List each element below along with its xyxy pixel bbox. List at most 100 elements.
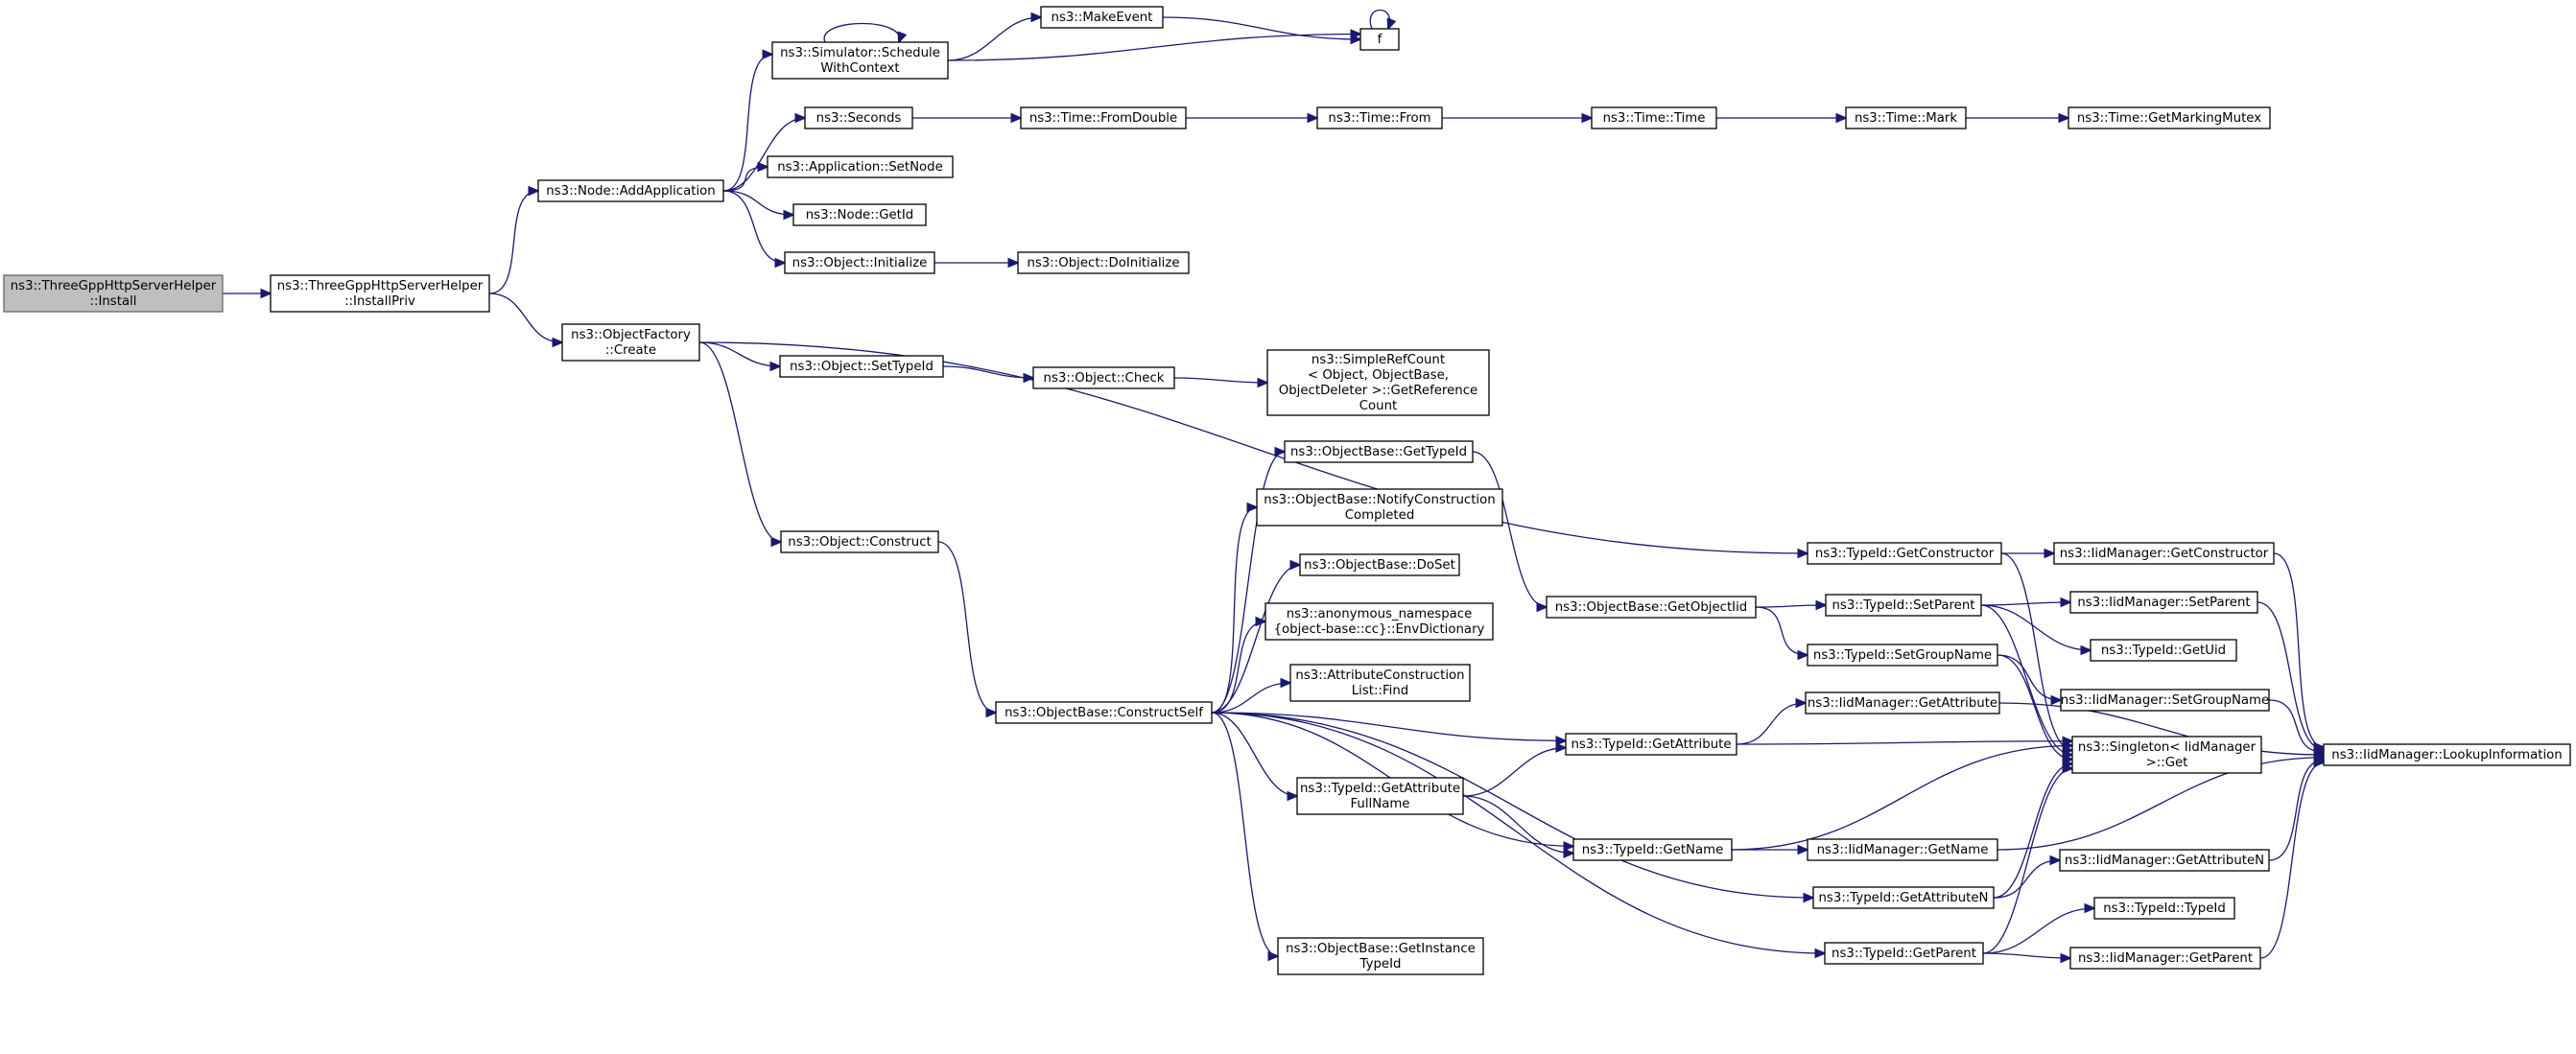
node-doinit[interactable]: ns3::Object::DoInitialize — [1017, 251, 1190, 274]
node-box — [2060, 689, 2270, 712]
edge-tidgetname-to-singleton — [1731, 746, 2072, 851]
node-tidsetparent[interactable]: ns3::TypeId::SetParent — [1825, 594, 1982, 617]
edge-installpriv-to-objfactory — [488, 293, 562, 342]
node-tidgetattrn[interactable]: ns3::TypeId::GetAttributeN — [1812, 886, 1995, 909]
node-objcheck[interactable]: ns3::Object::Check — [1032, 366, 1175, 389]
node-makeevent[interactable]: ns3::MakeEvent — [1040, 6, 1164, 29]
node-label: ns3::Node::AddApplication — [546, 184, 715, 199]
edge-tidgetattrn-to-singleton — [1993, 764, 2072, 899]
edge-makeevent-to-f — [1162, 16, 1360, 39]
node-doset[interactable]: ns3::ObjectBase::DoSet — [1299, 553, 1460, 576]
node-objinit[interactable]: ns3::Object::Initialize — [784, 251, 935, 274]
node-label: {object-base::cc}::EnvDictionary — [1274, 622, 1485, 637]
node-label: ns3::Time::Time — [1603, 111, 1706, 126]
node-label: ObjectDeleter >::GetReference — [1279, 384, 1477, 398]
node-singleton[interactable]: ns3::Singleton< IidManager >::Get — [2071, 736, 2262, 774]
node-addapp[interactable]: ns3::Node::AddApplication — [537, 179, 724, 202]
edge-line — [1997, 758, 2324, 851]
node-label: ns3::Object::Initialize — [792, 256, 928, 270]
node-label: ns3::Seconds — [816, 111, 902, 126]
node-tidsetgroup[interactable]: ns3::TypeId::SetGroupName — [1807, 644, 1998, 667]
node-objfactory[interactable]: ns3::ObjectFactory::Create — [561, 323, 700, 362]
node-label: ns3::MakeEvent — [1052, 11, 1153, 25]
node-label: ns3::TypeId::GetUid — [2101, 644, 2226, 658]
edge-line — [1173, 377, 1267, 383]
edge-getobjtid-to-tidsetgroup — [1755, 606, 1808, 655]
node-iidmgetname[interactable]: ns3::IidManager::GetName — [1807, 838, 1998, 861]
edge-line — [1731, 746, 2072, 851]
edge-schedule-to-f — [947, 35, 1360, 61]
node-fromdouble[interactable]: ns3::Time::FromDouble — [1020, 106, 1187, 129]
node-tidgetparent[interactable]: ns3::TypeId::GetParent — [1824, 942, 1984, 965]
node-iidmsetgroup[interactable]: ns3::IidManager::SetGroupName — [2060, 689, 2270, 712]
node-tidgetuid[interactable]: ns3::TypeId::GetUid — [2090, 639, 2237, 662]
edge-line — [1162, 16, 1360, 39]
node-label: ns3::ObjectFactory — [571, 328, 691, 342]
edge-line — [698, 341, 1808, 553]
node-refcount[interactable]: ns3::SimpleRefCount< Object, ObjectBase,… — [1266, 349, 1490, 416]
edge-tidgetattr-to-singleton — [1736, 741, 2072, 744]
node-label: f — [1378, 33, 1383, 47]
node-box — [1807, 542, 2002, 565]
node-nodegetid[interactable]: ns3::Node::GetId — [792, 203, 927, 226]
node-markmutex[interactable]: ns3::Time::GetMarkingMutex — [2068, 106, 2271, 129]
node-label: ns3::anonymous_namespace — [1287, 607, 1473, 621]
node-seconds[interactable]: ns3::Seconds — [804, 106, 913, 129]
node-box — [1316, 106, 1443, 129]
node-label: ns3::TypeId::GetAttribute — [1571, 738, 1731, 752]
node-box — [767, 155, 954, 178]
edge-line — [722, 167, 768, 192]
node-label: ns3::AttributeConstruction — [1295, 668, 1464, 683]
edge-line — [1982, 908, 2094, 954]
edge-line — [1993, 764, 2072, 899]
node-tidgetname[interactable]: ns3::TypeId::GetName — [1572, 838, 1733, 861]
edge-line — [1736, 741, 2072, 744]
node-iidmgetattr[interactable]: ns3::IidManager::GetAttribute — [1805, 691, 2000, 714]
node-box — [1824, 942, 1984, 965]
edge-line — [942, 365, 1033, 378]
edge-line — [1211, 712, 1278, 956]
edge-line — [1211, 507, 1257, 714]
node-f[interactable]: f — [1359, 28, 1400, 51]
node-label: ns3::IidManager::GetConstructor — [2060, 547, 2269, 561]
node-tidtypeid[interactable]: ns3::TypeId::TypeId — [2093, 897, 2235, 920]
node-tidgetattr[interactable]: ns3::TypeId::GetAttribute — [1565, 733, 1737, 756]
node-tidgetctor[interactable]: ns3::TypeId::GetConstructor — [1807, 542, 2002, 565]
node-iidmsetparent[interactable]: ns3::IidManager::SetParent — [2069, 591, 2258, 614]
node-iidmgetctor[interactable]: ns3::IidManager::GetConstructor — [2053, 542, 2275, 565]
edge-objfactory-to-tidgetctor — [698, 341, 1808, 553]
node-iidmgetattrn[interactable]: ns3::IidManager::GetAttributeN — [2059, 849, 2270, 872]
node-getobjtid[interactable]: ns3::ObjectBase::GetObjectIid — [1546, 596, 1757, 619]
node-box — [779, 355, 944, 378]
node-settypeid[interactable]: ns3::Object::SetTypeId — [779, 355, 944, 378]
node-label: ns3::SimpleRefCount — [1312, 353, 1445, 367]
edge-line — [1736, 703, 1806, 745]
node-box — [2323, 743, 2571, 766]
node-label: ns3::Object::SetTypeId — [790, 360, 934, 374]
edge-iidmsetparent-to-lookup — [2257, 601, 2324, 750]
node-installpriv[interactable]: ns3::ThreeGppHttpServerHelper::InstallPr… — [270, 274, 490, 313]
node-install[interactable]: ns3::ThreeGppHttpServerHelper::Install — [3, 274, 224, 313]
node-iidmgetparent[interactable]: ns3::IidManager::GetParent — [2069, 947, 2261, 970]
edge-line — [722, 190, 793, 215]
edge-line — [2257, 601, 2324, 750]
node-obgettypeid[interactable]: ns3::ObjectBase::GetTypeId — [1284, 440, 1474, 463]
node-label: ns3::TypeId::TypeId — [2103, 902, 2226, 916]
edge-objcheck-to-refcount — [1173, 377, 1267, 383]
node-timemark[interactable]: ns3::Time::Mark — [1845, 106, 1967, 129]
node-lookup[interactable]: ns3::IidManager::LookupInformation — [2323, 743, 2571, 766]
edge-constructself-to-getinsttid — [1211, 712, 1278, 956]
node-timefrom[interactable]: ns3::Time::From — [1316, 106, 1443, 129]
edge-line — [1993, 860, 2060, 899]
node-constructself[interactable]: ns3::ObjectBase::ConstructSelf — [995, 701, 1213, 724]
node-objconstruct[interactable]: ns3::Object::Construct — [780, 530, 939, 553]
node-label: ns3::TypeId::SetGroupName — [1813, 648, 1992, 663]
node-notifyconst[interactable]: ns3::ObjectBase::NotifyConstructionCompl… — [1256, 488, 1503, 527]
node-appsetnode[interactable]: ns3::Application::SetNode — [767, 155, 954, 178]
node-envdict[interactable]: ns3::anonymous_namespace{object-base::cc… — [1264, 602, 1494, 641]
node-timetime[interactable]: ns3::Time::Time — [1591, 106, 1717, 129]
